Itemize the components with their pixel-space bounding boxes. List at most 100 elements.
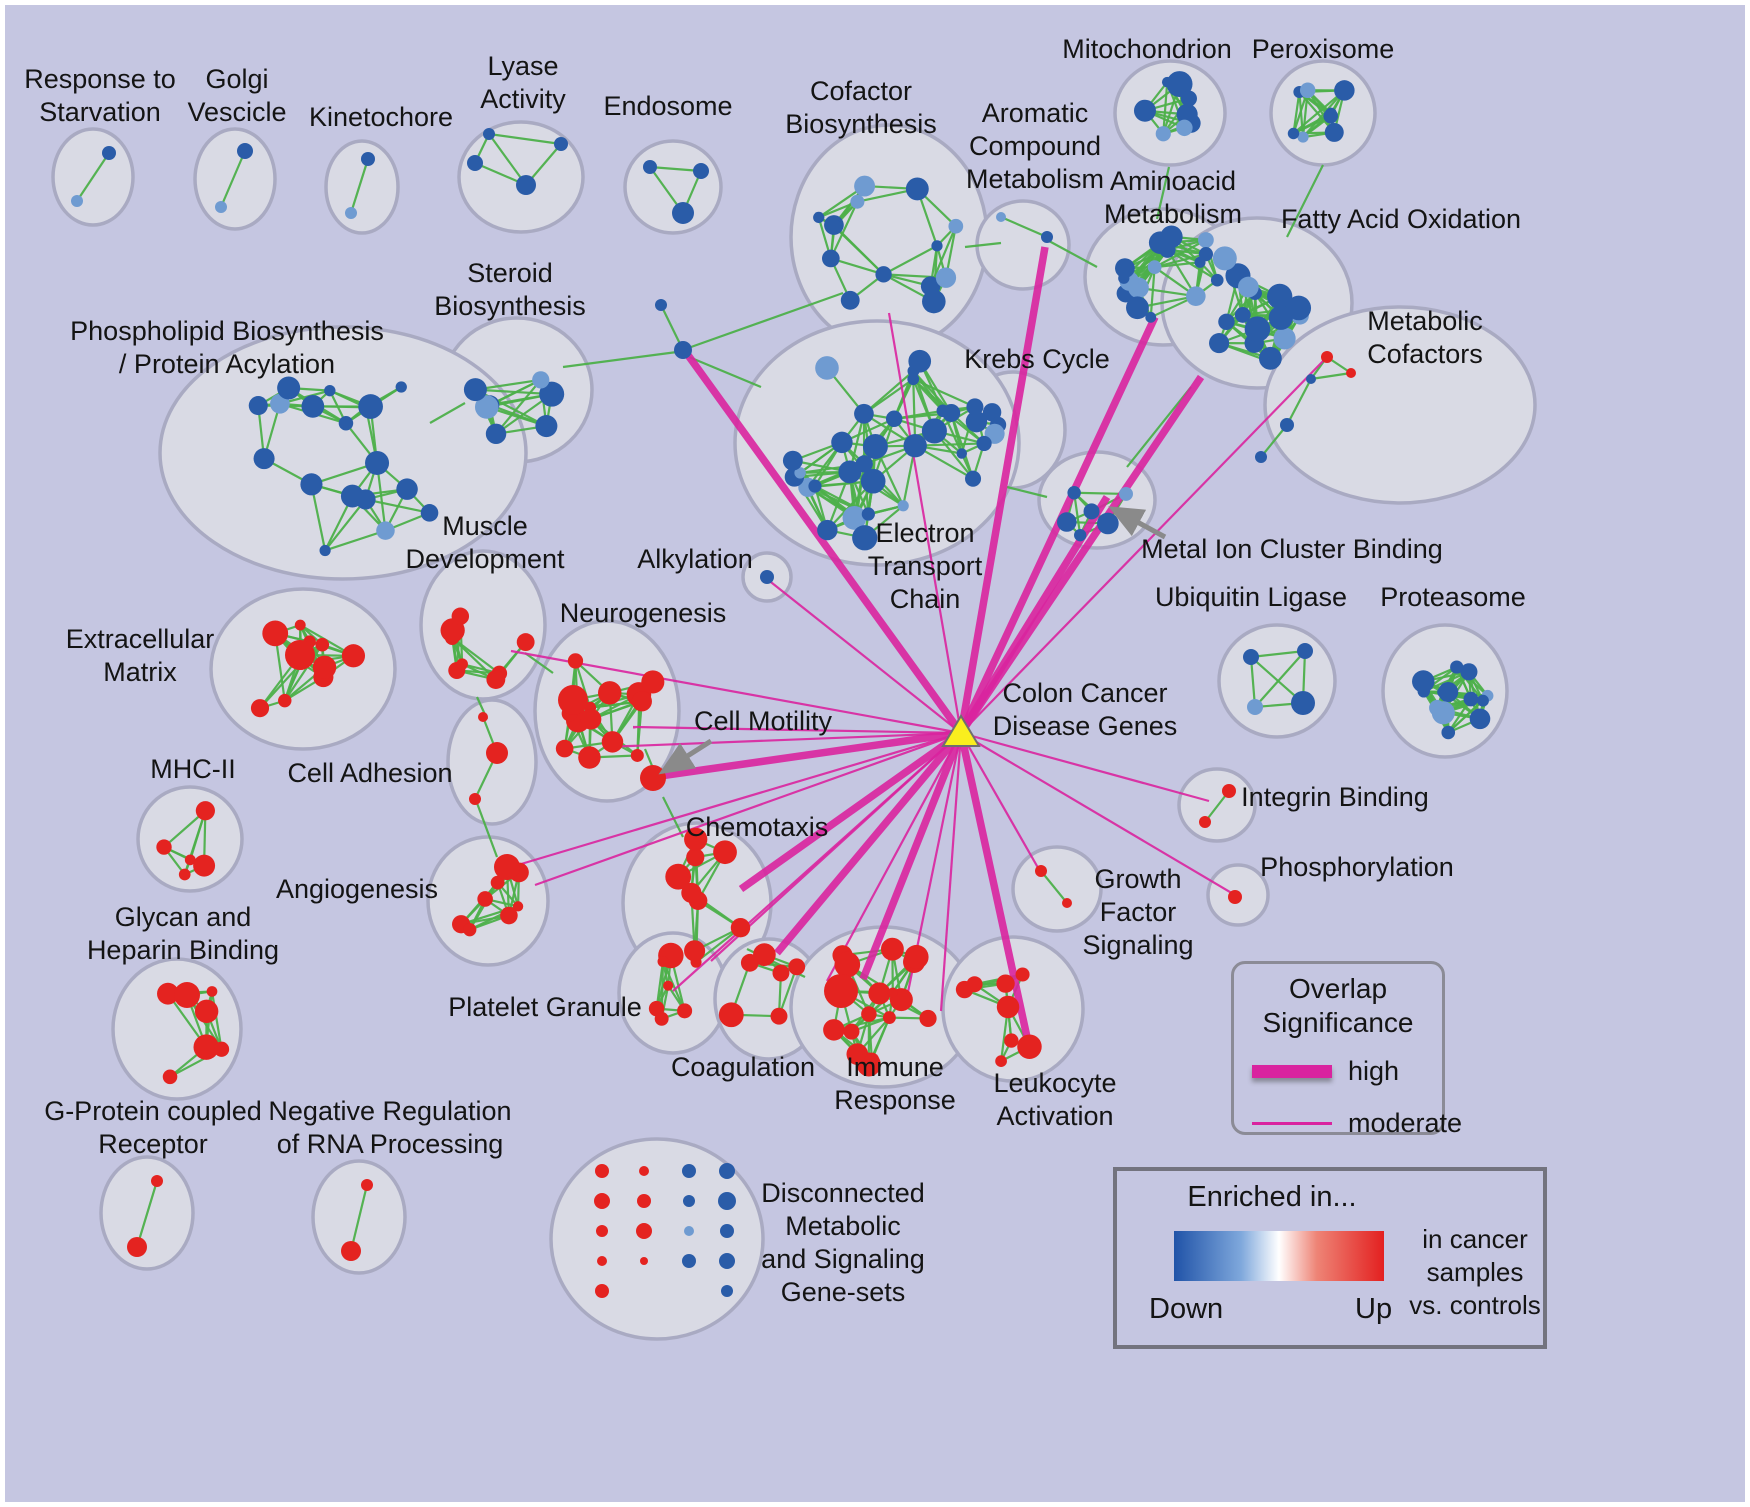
gene-set-node	[1243, 649, 1259, 665]
gene-set-node	[535, 415, 558, 438]
moderate-significance-label: moderate	[1348, 1108, 1463, 1138]
gene-set-node	[842, 505, 867, 530]
gene-set-node	[395, 381, 407, 393]
overlap-moderate-row: moderate	[1252, 1108, 1462, 1139]
gene-set-node	[469, 793, 481, 805]
gene-set-node	[1412, 670, 1435, 693]
green-edge	[1249, 656, 1257, 708]
green-inter-cluster-edge	[475, 802, 499, 858]
gene-set-node	[1437, 686, 1449, 698]
gene-set-node	[580, 708, 602, 730]
gene-set-node	[1346, 368, 1356, 378]
gene-set-node	[682, 1164, 696, 1178]
gene-set-node	[1083, 503, 1100, 520]
gene-set-node	[365, 450, 390, 475]
gene-set-node	[808, 479, 822, 493]
green-inter-cluster-edge	[429, 402, 466, 424]
gene-set-node	[677, 1003, 693, 1019]
overlap-significance-legend: Overlap Significance high moderate	[1231, 961, 1462, 1138]
gene-set-node	[1148, 231, 1172, 254]
gene-set-node	[948, 218, 964, 234]
gene-set-node	[102, 146, 116, 160]
green-edge	[1286, 378, 1312, 426]
green-edge	[829, 201, 859, 259]
gene-set-node	[512, 901, 524, 912]
gene-set-node	[655, 299, 667, 311]
green-edge	[870, 1017, 891, 1061]
gene-set-node	[713, 840, 737, 865]
gene-set-node	[684, 827, 708, 851]
gene-set-node	[1004, 1033, 1019, 1048]
gene-set-node	[860, 468, 886, 494]
gene-set-node	[338, 415, 354, 431]
gene-set-node	[637, 1194, 651, 1208]
green-edge	[1074, 491, 1127, 496]
gene-set-node	[630, 748, 644, 762]
gene-set-node	[1176, 119, 1193, 137]
gene-set-node	[1126, 296, 1149, 320]
green-inter-cluster-edge	[1048, 240, 1098, 268]
gene-set-node	[206, 986, 218, 997]
green-inter-cluster-edge	[1006, 485, 1048, 499]
gene-set-node	[864, 1052, 880, 1068]
gene-set-node	[596, 1225, 608, 1237]
gene-set-node	[838, 460, 862, 484]
magenta-edge-moderate	[534, 731, 962, 887]
gene-set-node	[127, 1237, 147, 1257]
gene-set-node	[995, 1055, 1007, 1067]
cluster-kinetochore-bubble	[324, 139, 400, 235]
gene-set-node	[162, 1069, 178, 1085]
gene-set-node	[1450, 660, 1464, 674]
gene-set-node	[595, 1164, 609, 1178]
gene-set-node	[300, 473, 323, 496]
gene-set-node	[718, 1192, 736, 1210]
magenta-edge-high	[957, 246, 1049, 734]
gene-set-node	[1306, 374, 1316, 384]
gene-set-node	[817, 519, 838, 541]
gene-set-node	[996, 974, 1015, 993]
gene-set-node	[516, 175, 536, 195]
annotation-arrow	[658, 738, 713, 775]
green-edge	[365, 498, 430, 514]
gene-set-node	[643, 160, 657, 174]
high-significance-label: high	[1348, 1056, 1400, 1086]
gene-set-node	[597, 1256, 607, 1266]
gene-set-node	[813, 211, 825, 224]
gene-set-node	[1067, 485, 1081, 500]
gene-set-node	[1273, 327, 1296, 350]
gene-set-node	[1222, 784, 1236, 798]
gene-set-node	[1147, 260, 1162, 275]
gene-set-node	[965, 470, 982, 487]
gene-set-node	[1321, 351, 1333, 363]
gene-set-node	[654, 1011, 669, 1026]
gene-set-node	[875, 266, 892, 283]
gene-set-node	[880, 937, 904, 961]
green-edge	[219, 150, 247, 208]
gene-set-node	[595, 1284, 609, 1298]
gene-set-node	[361, 1179, 373, 1191]
gene-set-node	[956, 448, 968, 459]
green-edge	[1000, 215, 1048, 239]
green-inter-cluster-edge	[690, 291, 844, 349]
gene-set-node	[1324, 122, 1344, 142]
green-edge	[1310, 371, 1352, 381]
gene-set-node	[721, 1285, 733, 1297]
magenta-edge-high	[774, 730, 964, 956]
gene-set-node	[1291, 691, 1315, 715]
green-edge	[324, 498, 367, 552]
gene-set-node	[1097, 512, 1119, 535]
gene-set-node	[341, 1241, 361, 1261]
gene-set-node	[1286, 295, 1312, 321]
enriched-up-label: Up	[1355, 1293, 1393, 1325]
gene-set-node	[358, 394, 383, 419]
overlap-title-line1: Overlap	[1288, 973, 1388, 1004]
gene-set-node	[686, 848, 705, 867]
gene-set-node	[558, 685, 588, 715]
gene-set-node	[1074, 528, 1087, 542]
gene-set-node	[324, 384, 336, 397]
gene-set-node	[760, 570, 774, 584]
gene-set-node	[396, 478, 418, 500]
gene-set-node	[474, 395, 499, 419]
gene-set-node	[854, 175, 876, 197]
magenta-edge-high	[957, 732, 1031, 1038]
